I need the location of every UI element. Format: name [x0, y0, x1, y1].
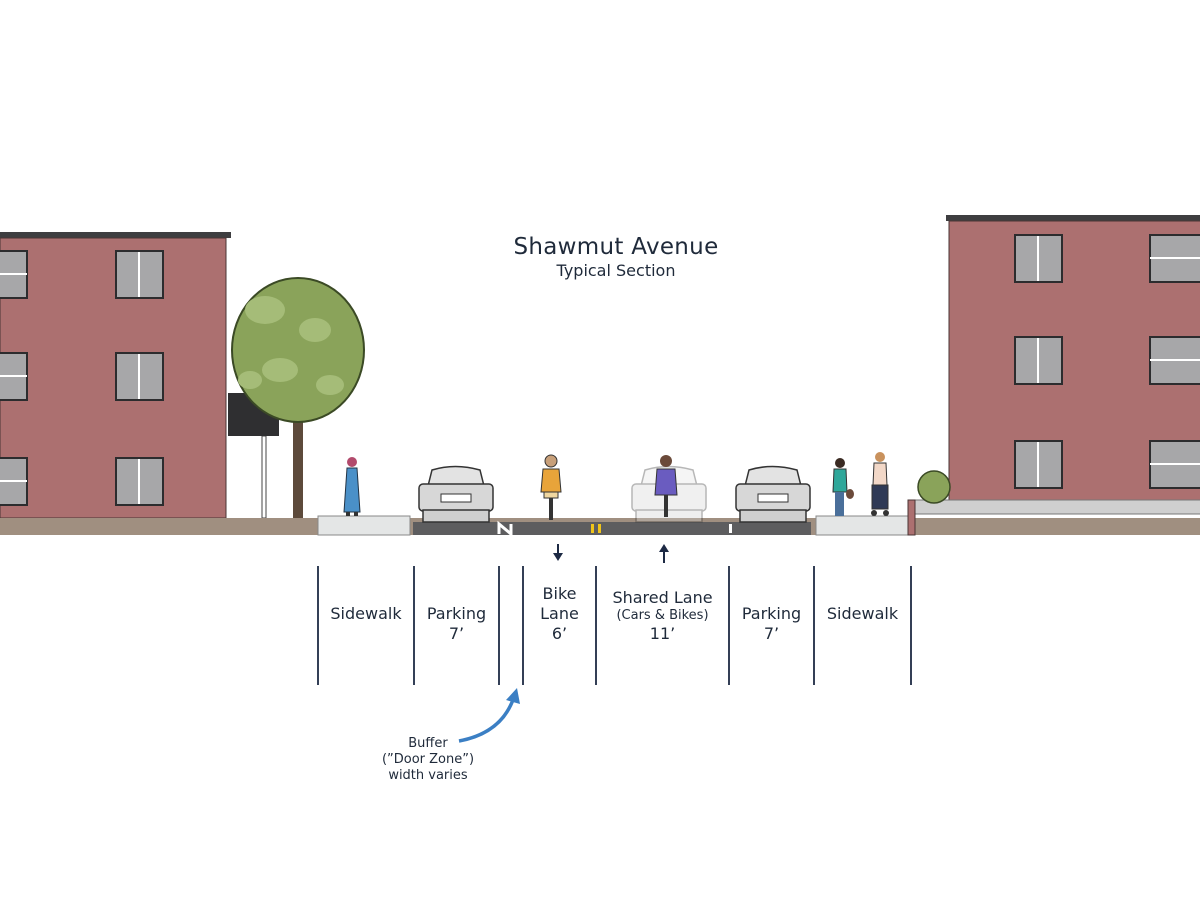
label-parking-left: Parking 7’ [414, 604, 499, 644]
label-sidewalk-left: Sidewalk [330, 604, 402, 623]
right-building [914, 215, 1200, 515]
diagram-subtitle: Typical Section [556, 261, 676, 280]
shared-lane-width: 11’ [649, 624, 676, 643]
parking-right-width: 7’ [763, 624, 780, 643]
buffer-annotation: Buffer (”Door Zone”) width varies [381, 736, 475, 783]
label-shared-lane: Shared Lane (Cars & Bikes) 11’ [596, 588, 729, 644]
right-building-windows [1014, 234, 1200, 489]
pedestrian-right-1 [832, 458, 854, 516]
bike-lane-width: 6’ [551, 624, 568, 643]
sidewalk-right-surface [815, 515, 909, 536]
zone-dividers [317, 566, 912, 685]
lane-line [729, 524, 732, 533]
label-bike-lane: Bike Lane 6’ [523, 584, 596, 644]
street-tree [231, 277, 365, 518]
bike-lane-marking [497, 520, 513, 538]
pedestrian-left [343, 457, 361, 516]
cyclist-bike-lane [540, 454, 562, 520]
label-parking-right: Parking 7’ [729, 604, 814, 644]
arrow-down-icon [553, 544, 563, 561]
road-markings [497, 520, 732, 538]
arrow-up-icon [659, 544, 669, 563]
pedestrian-with-stroller [871, 452, 889, 516]
left-building [0, 232, 231, 519]
car-right [735, 465, 811, 523]
left-building-windows [0, 250, 164, 506]
shrub [917, 470, 951, 504]
buffer-arrow-icon [458, 688, 520, 743]
roadway-surface [413, 522, 811, 535]
car-left [418, 465, 494, 523]
label-sidewalk-right: Sidewalk [826, 604, 899, 623]
shared-lane-note: (Cars & Bikes) [616, 608, 709, 623]
sidewalk-left-surface [317, 515, 411, 536]
cyclist-shared-lane [654, 455, 678, 517]
parking-left-width: 7’ [448, 624, 465, 643]
center-line-right [598, 524, 601, 533]
center-line-left [591, 524, 594, 533]
diagram-title: Shawmut Avenue [513, 234, 719, 260]
